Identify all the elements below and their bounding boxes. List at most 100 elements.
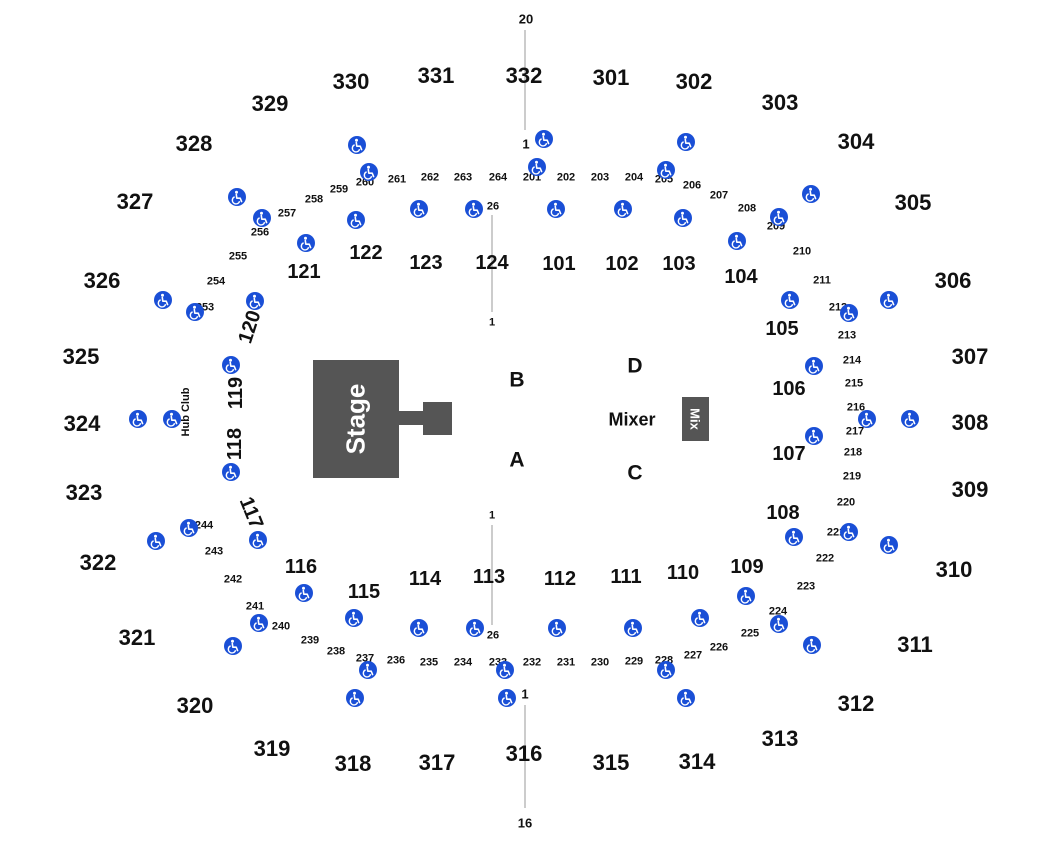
section-111[interactable]: 111: [610, 566, 642, 588]
floor-section-a[interactable]: A: [509, 448, 525, 472]
wheelchair-icon[interactable]: [154, 291, 172, 309]
section-221[interactable]: 221: [826, 526, 846, 539]
section-304[interactable]: 304: [837, 129, 875, 154]
wheelchair-icon[interactable]: [498, 689, 516, 707]
wheelchair-icon[interactable]: [614, 200, 632, 218]
wheelchair-icon[interactable]: [222, 463, 240, 481]
wheelchair-icon[interactable]: [770, 208, 788, 226]
section-121[interactable]: 121: [287, 261, 321, 283]
section-219[interactable]: 219: [842, 470, 862, 483]
wheelchair-icon[interactable]: [802, 185, 820, 203]
section-213[interactable]: 213: [837, 329, 857, 342]
stage[interactable]: [313, 360, 399, 478]
wheelchair-icon[interactable]: [880, 536, 898, 554]
section-206[interactable]: 206: [682, 179, 702, 192]
section-109[interactable]: 109: [730, 556, 764, 578]
section-214[interactable]: 214: [842, 354, 862, 367]
wheelchair-icon[interactable]: [253, 209, 271, 227]
section-209[interactable]: 209: [766, 220, 786, 233]
section-305[interactable]: 305: [894, 190, 932, 215]
wheelchair-icon[interactable]: [770, 615, 788, 633]
section-116[interactable]: 116: [284, 556, 318, 578]
section-315[interactable]: 315: [592, 750, 630, 775]
section-302[interactable]: 302: [675, 69, 713, 94]
section-244[interactable]: 244: [194, 519, 214, 532]
section-321[interactable]: 321: [118, 625, 156, 650]
section-237[interactable]: 237: [355, 652, 375, 665]
section-232[interactable]: 232: [522, 656, 542, 669]
wheelchair-icon[interactable]: [147, 532, 165, 550]
section-124[interactable]: 124: [475, 252, 509, 274]
wheelchair-icon[interactable]: [535, 130, 553, 148]
wheelchair-icon[interactable]: [785, 528, 803, 546]
wheelchair-icon[interactable]: [691, 609, 709, 627]
floor-section-b[interactable]: B: [509, 368, 525, 392]
section-105[interactable]: 105: [765, 318, 799, 340]
section-329[interactable]: 329: [251, 91, 289, 116]
wheelchair-icon[interactable]: [496, 661, 514, 679]
floor-section-d[interactable]: D: [627, 354, 643, 378]
wheelchair-icon[interactable]: [901, 410, 919, 428]
section-326[interactable]: 326: [83, 268, 121, 293]
wheelchair-icon[interactable]: [465, 200, 483, 218]
section-102[interactable]: 102: [605, 253, 639, 275]
section-254[interactable]: 254: [206, 275, 226, 288]
section-324[interactable]: 324: [63, 411, 101, 436]
section-262[interactable]: 262: [420, 171, 440, 184]
section-310[interactable]: 310: [935, 557, 973, 582]
section-220[interactable]: 220: [836, 496, 856, 509]
section-330[interactable]: 330: [332, 69, 370, 94]
section-238[interactable]: 238: [326, 645, 346, 658]
section-243[interactable]: 243: [204, 545, 224, 558]
section-303[interactable]: 303: [761, 90, 799, 115]
section-313[interactable]: 313: [761, 726, 799, 751]
section-212[interactable]: 212: [828, 301, 848, 314]
wheelchair-icon[interactable]: [228, 188, 246, 206]
section-328[interactable]: 328: [175, 131, 213, 156]
section-110[interactable]: 110: [666, 562, 700, 584]
section-306[interactable]: 306: [934, 268, 972, 293]
wheelchair-icon[interactable]: [803, 636, 821, 654]
section-123[interactable]: 123: [409, 252, 443, 274]
section-118[interactable]: 118: [224, 427, 246, 461]
wheelchair-icon[interactable]: [360, 163, 378, 181]
section-204[interactable]: 204: [624, 171, 644, 184]
section-311[interactable]: 311: [897, 632, 933, 657]
wheelchair-icon[interactable]: [781, 291, 799, 309]
section-114[interactable]: 114: [408, 568, 442, 590]
wheelchair-icon[interactable]: [677, 689, 695, 707]
wheelchair-icon[interactable]: [548, 619, 566, 637]
wheelchair-icon[interactable]: [805, 427, 823, 445]
section-226[interactable]: 226: [709, 641, 729, 654]
section-103[interactable]: 103: [662, 253, 696, 275]
section-258[interactable]: 258: [304, 193, 324, 206]
wheelchair-icon[interactable]: [840, 304, 858, 322]
section-322[interactable]: 322: [79, 550, 117, 575]
section-309[interactable]: 309: [951, 477, 989, 502]
section-228[interactable]: 228: [655, 655, 673, 667]
wheelchair-icon[interactable]: [186, 303, 204, 321]
wheelchair-icon[interactable]: [246, 292, 264, 310]
section-317[interactable]: 317: [418, 750, 456, 775]
section-307[interactable]: 307: [951, 344, 989, 369]
section-263[interactable]: 263: [453, 171, 473, 184]
wheelchair-icon[interactable]: [347, 211, 365, 229]
section-215[interactable]: 215: [844, 377, 864, 390]
section-240[interactable]: 240: [271, 620, 291, 633]
section-261[interactable]: 261: [387, 173, 407, 186]
wheelchair-icon[interactable]: [674, 209, 692, 227]
section-230[interactable]: 230: [590, 656, 610, 669]
section-312[interactable]: 312: [837, 691, 875, 716]
wheelchair-icon[interactable]: [180, 519, 198, 537]
wheelchair-icon[interactable]: [410, 200, 428, 218]
wheelchair-icon[interactable]: [880, 291, 898, 309]
section-227[interactable]: 227: [683, 649, 703, 662]
wheelchair-icon[interactable]: [129, 410, 147, 428]
wheelchair-icon[interactable]: [222, 356, 240, 374]
section-327[interactable]: 327: [116, 189, 154, 214]
section-325[interactable]: 325: [62, 344, 100, 369]
wheelchair-icon[interactable]: [858, 410, 876, 428]
wheelchair-icon[interactable]: [528, 158, 546, 176]
section-320[interactable]: 320: [176, 693, 214, 718]
wheelchair-icon[interactable]: [466, 619, 484, 637]
